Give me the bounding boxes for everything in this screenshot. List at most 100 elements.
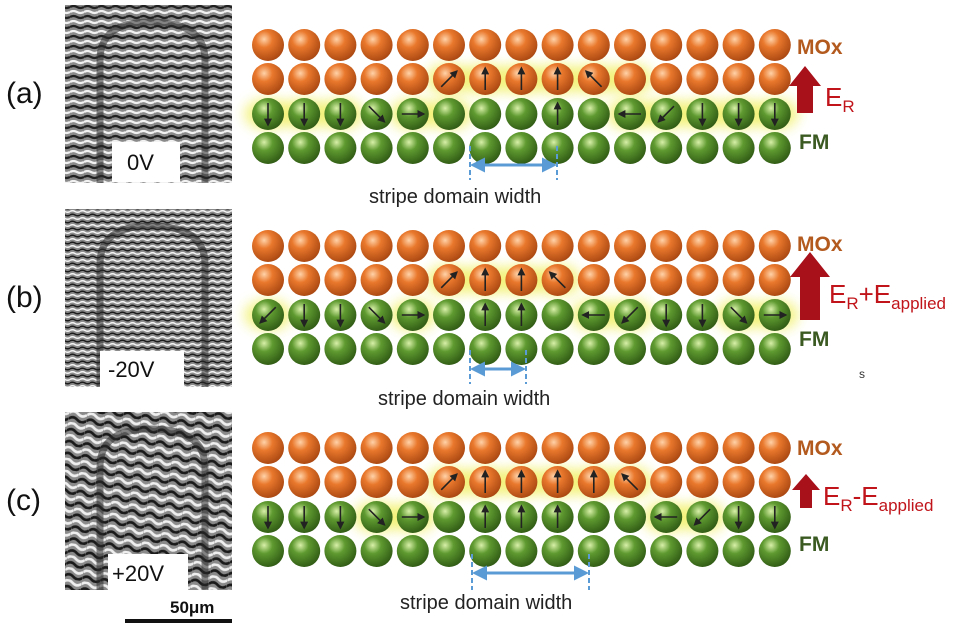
voltage-label-b: -20V (108, 357, 155, 382)
mox-atom (288, 432, 321, 464)
voltage-label-c: +20V (112, 561, 164, 586)
fm-atom (252, 333, 284, 365)
mox-atom (469, 29, 502, 61)
mox-atom (469, 230, 502, 262)
mox-atom (324, 230, 357, 262)
fm-atom (360, 132, 393, 164)
fm-atom (722, 132, 755, 164)
spin-arrow (259, 306, 277, 324)
mox-atom (758, 63, 791, 95)
field-arrow-a (789, 66, 821, 113)
mox-atom (433, 29, 465, 61)
spin-arrow (440, 70, 458, 88)
spin-arrow (548, 271, 566, 289)
micrograph-a: 0V (65, 5, 232, 183)
fm-atom (614, 535, 646, 567)
fm-atom (433, 98, 465, 130)
mox-atom (360, 230, 393, 262)
mox-atom (758, 264, 791, 296)
fm-atom (577, 535, 610, 567)
micrograph-b: -20V (65, 209, 232, 387)
field-label-c: ER-Eapplied (823, 481, 933, 515)
fm-atom (577, 132, 610, 164)
fm-atom (288, 535, 321, 567)
mox-atom (252, 466, 284, 498)
fm-atom (758, 132, 791, 164)
mox-atom (686, 29, 719, 61)
fm-atom (324, 333, 357, 365)
fm-atom (614, 501, 646, 533)
stripe-label-c: stripe domain width (400, 592, 572, 614)
mox-atom (324, 264, 357, 296)
fm-atom (360, 333, 393, 365)
fm-atom (396, 333, 429, 365)
domain-width-b: stripe domain width (378, 350, 550, 410)
spin-arrow (368, 508, 386, 526)
fm-atom (614, 333, 646, 365)
fm-atom (686, 535, 719, 567)
mox-atom (396, 230, 429, 262)
fm-atom (758, 535, 791, 567)
fm-atom (396, 535, 429, 567)
fm-atom (505, 98, 538, 130)
mox-atom (541, 29, 574, 61)
mox-atom (650, 230, 683, 262)
lattice-a (244, 29, 799, 164)
mox-atom (252, 63, 284, 95)
fm-atom (758, 333, 791, 365)
mox-atom (541, 432, 574, 464)
mox-atom (324, 432, 357, 464)
mox-atom (686, 230, 719, 262)
domain-width-c: stripe domain width (400, 554, 590, 614)
lattice-b (244, 230, 799, 365)
spin-arrow (621, 473, 639, 491)
fm-atom (360, 535, 393, 567)
mox-atom (650, 466, 683, 498)
fm-label-c: FM (799, 533, 829, 556)
stripe-label-b: stripe domain width (378, 388, 550, 410)
mox-atom (758, 432, 791, 464)
voltage-label-a: 0V (127, 150, 154, 175)
mox-atom (614, 63, 646, 95)
fm-atom (650, 535, 683, 567)
mox-atom (360, 63, 393, 95)
mox-atom (396, 466, 429, 498)
fm-atom (433, 299, 465, 331)
mox-atom (505, 432, 538, 464)
fm-atom (614, 132, 646, 164)
fm-atom (433, 501, 465, 533)
mox-atom (288, 29, 321, 61)
fm-atom (650, 132, 683, 164)
mox-atom (288, 264, 321, 296)
fm-atom (577, 333, 610, 365)
mox-atom (360, 432, 393, 464)
mox-atom (360, 264, 393, 296)
mox-atom (396, 264, 429, 296)
mox-atom (614, 264, 646, 296)
fm-atom (288, 132, 321, 164)
mox-atom (650, 29, 683, 61)
panel-label-a: (a) (6, 77, 43, 110)
fm-label-b: FM (799, 328, 829, 351)
fm-atom (288, 333, 321, 365)
mox-atom (360, 29, 393, 61)
panel-label-c: (c) (6, 484, 41, 517)
mox-atom (505, 29, 538, 61)
fm-atom (722, 333, 755, 365)
stripe-label-a: stripe domain width (369, 186, 541, 208)
field-label-a: ER (825, 82, 855, 116)
mox-atom (288, 230, 321, 262)
mox-atom (360, 466, 393, 498)
mox-atom (722, 63, 755, 95)
mox-atom (614, 432, 646, 464)
fm-atom (505, 535, 538, 567)
mox-atom (722, 466, 755, 498)
mox-atom (288, 466, 321, 498)
mox-atom (469, 432, 502, 464)
mox-atom (758, 230, 791, 262)
mox-atom (396, 432, 429, 464)
mox-atom (324, 466, 357, 498)
mox-atom (722, 432, 755, 464)
mox-atom (396, 63, 429, 95)
